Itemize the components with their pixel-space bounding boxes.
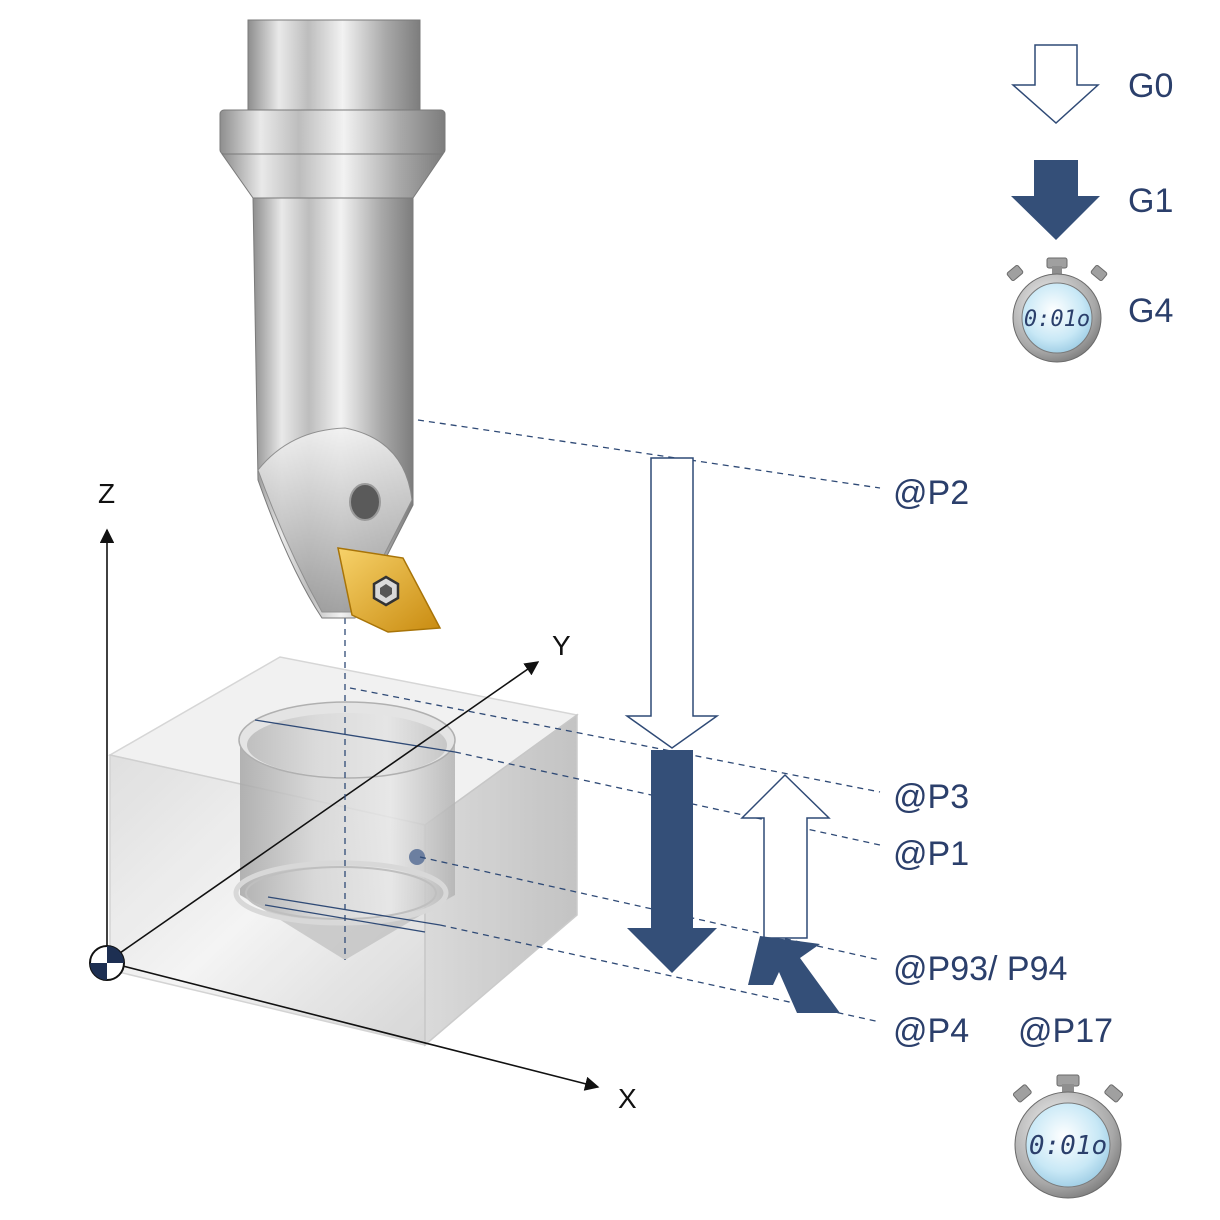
z-axis-label: Z — [98, 478, 115, 509]
y-axis-label: Y — [552, 630, 571, 661]
block-side-face — [424, 713, 578, 1047]
x-axis — [106, 961, 600, 1091]
origin-icon — [89, 945, 125, 981]
rapid-up-arrow — [740, 773, 831, 939]
spindle-collar — [219, 109, 446, 155]
stopwatch-icon: 0:01o — [1006, 257, 1108, 363]
legend-g1-arrow-icon — [1011, 160, 1100, 240]
legend-g1-label: G1 — [1128, 182, 1173, 220]
coordinate-axes — [99, 528, 600, 1091]
legend-g0-label: G0 — [1128, 67, 1173, 105]
legend-g4-label: G4 — [1128, 292, 1173, 330]
label-p2: @P2 — [893, 474, 969, 512]
spindle-taper — [221, 153, 444, 199]
legend: G0 G1 0:01o G4 — [1006, 44, 1173, 363]
coolant-hole — [349, 483, 381, 521]
y-axis — [106, 661, 540, 963]
point-labels: @P2 @P3 @P1 @P93/ P94 @P4 @P17 — [893, 474, 1113, 1050]
label-p1: @P1 — [893, 835, 969, 873]
motion-arrows — [624, 457, 840, 1013]
feed-retract-arrow — [748, 936, 840, 1013]
spindle-top — [247, 19, 421, 113]
stopwatch-display: 0:01o — [1024, 307, 1090, 332]
rapid-down-arrow — [624, 457, 720, 749]
stopwatch-icon: 0:01o — [1012, 1074, 1124, 1199]
label-p4: @P4 — [893, 1012, 969, 1050]
boring-tool — [219, 19, 446, 633]
label-p93-p94: @P93/ P94 — [893, 950, 1067, 988]
feed-down-arrow — [627, 750, 717, 973]
legend-g0-arrow-icon — [1011, 44, 1100, 125]
stopwatch-display-bottom: 0:01o — [1029, 1131, 1107, 1161]
label-p3: @P3 — [893, 778, 969, 816]
workpiece-point-dot — [409, 849, 425, 865]
label-p17: @P17 — [1018, 1012, 1113, 1050]
x-axis-label: X — [618, 1083, 637, 1114]
